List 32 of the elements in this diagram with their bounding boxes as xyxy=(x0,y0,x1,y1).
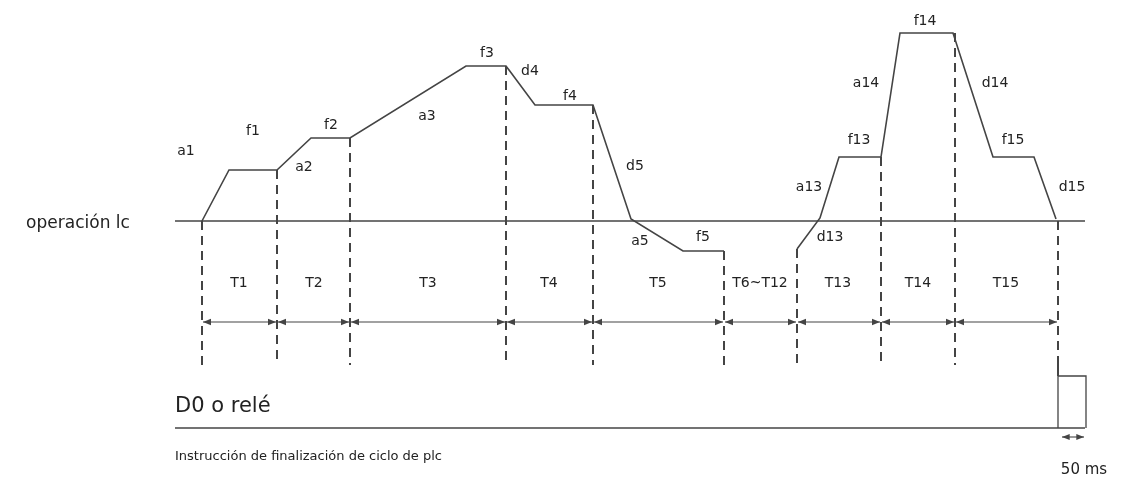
segment-label: f1 xyxy=(246,123,260,137)
interval-label: T14 xyxy=(904,275,932,289)
signal-label: operación lc xyxy=(26,213,130,231)
segment-label: d4 xyxy=(521,63,539,77)
caption: Instrucción de finalización de ciclo de plc xyxy=(175,448,442,462)
segment-label: a5 xyxy=(631,233,649,247)
segment-label: d13 xyxy=(816,229,844,243)
interval-label: T15 xyxy=(992,275,1020,289)
interval-label: T1 xyxy=(230,275,248,289)
duration-label: 50 ms xyxy=(1060,461,1108,477)
interval-label: T3 xyxy=(419,275,437,289)
segment-label: d14 xyxy=(981,75,1009,89)
interval-label: T13 xyxy=(824,275,852,289)
segment-label: f3 xyxy=(480,45,494,59)
segment-label: f2 xyxy=(324,117,338,131)
segment-label: f5 xyxy=(696,229,710,243)
segment-label: a1 xyxy=(177,143,195,157)
segment-label: f13 xyxy=(847,132,871,146)
segment-label: d5 xyxy=(626,158,644,172)
segment-label: f15 xyxy=(1001,132,1025,146)
interval-label: T4 xyxy=(540,275,558,289)
interval-label: T6~T12 xyxy=(732,275,788,289)
segment-label: a3 xyxy=(418,108,436,122)
interval-label: T5 xyxy=(649,275,667,289)
segment-label: a14 xyxy=(852,75,880,89)
interval-label: T2 xyxy=(305,275,323,289)
segment-label: f14 xyxy=(913,13,937,27)
segment-label: a13 xyxy=(795,179,823,193)
segment-label: f4 xyxy=(563,88,577,102)
segment-label: a2 xyxy=(295,159,313,173)
signal-label: D0 o relé xyxy=(175,394,271,416)
segment-label: d15 xyxy=(1058,179,1086,193)
